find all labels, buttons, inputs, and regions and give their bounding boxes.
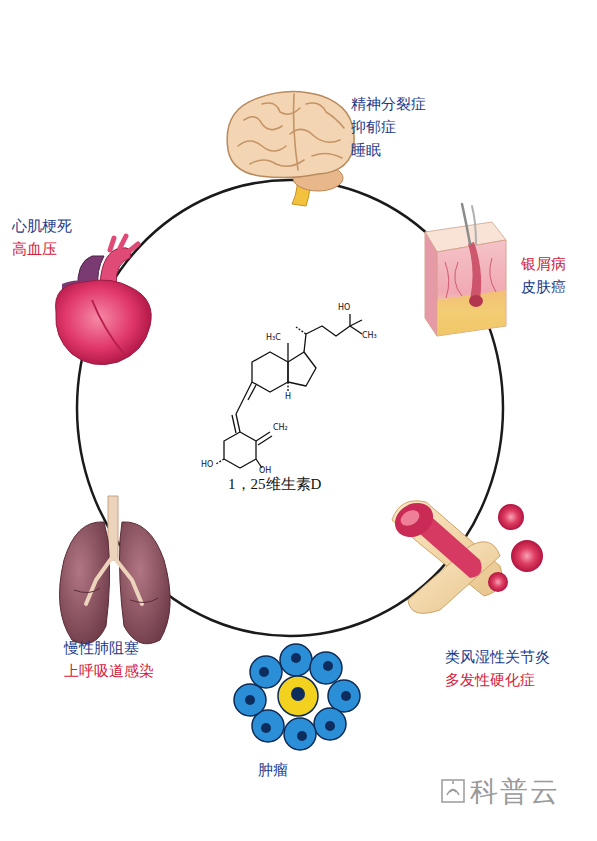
tumor-illustration bbox=[234, 644, 360, 750]
disease-label: 睡眠 bbox=[351, 142, 381, 159]
disease-label: 类风湿性关节炎 bbox=[445, 649, 550, 666]
disease-label: 上呼吸道感染 bbox=[64, 663, 154, 680]
molecule-name: 1，25维生素D bbox=[228, 476, 321, 493]
skin-illustration bbox=[425, 204, 506, 336]
watermark: 科普云 bbox=[470, 776, 560, 808]
heart-illustration bbox=[56, 236, 152, 365]
joint-illustration bbox=[389, 496, 543, 613]
disease-label: 抑郁症 bbox=[351, 119, 396, 136]
disease-label: 银屑病 bbox=[521, 256, 566, 273]
atom-label: CH₂ bbox=[273, 423, 288, 432]
disease-label: 肿瘤 bbox=[258, 762, 288, 779]
atom-label: HO bbox=[338, 303, 350, 312]
watermark-icon bbox=[442, 780, 464, 802]
molecule-structure bbox=[216, 314, 362, 468]
atom-label: OH bbox=[259, 466, 271, 475]
disease-label: 多发性硬化症 bbox=[445, 672, 535, 689]
atom-label: CH₃ bbox=[362, 331, 377, 340]
brain-illustration bbox=[227, 91, 354, 206]
lung-illustration bbox=[60, 496, 171, 644]
disease-label: 皮肤癌 bbox=[521, 279, 566, 296]
disease-label: 高血压 bbox=[12, 241, 57, 258]
atom-label: HO bbox=[201, 460, 213, 469]
disease-label: 精神分裂症 bbox=[351, 96, 426, 113]
disease-label: 心肌梗死 bbox=[12, 218, 72, 235]
atom-label: H₃C bbox=[266, 333, 281, 342]
disease-label: 慢性肺阻塞 bbox=[64, 640, 139, 657]
atom-label: H bbox=[285, 392, 291, 401]
